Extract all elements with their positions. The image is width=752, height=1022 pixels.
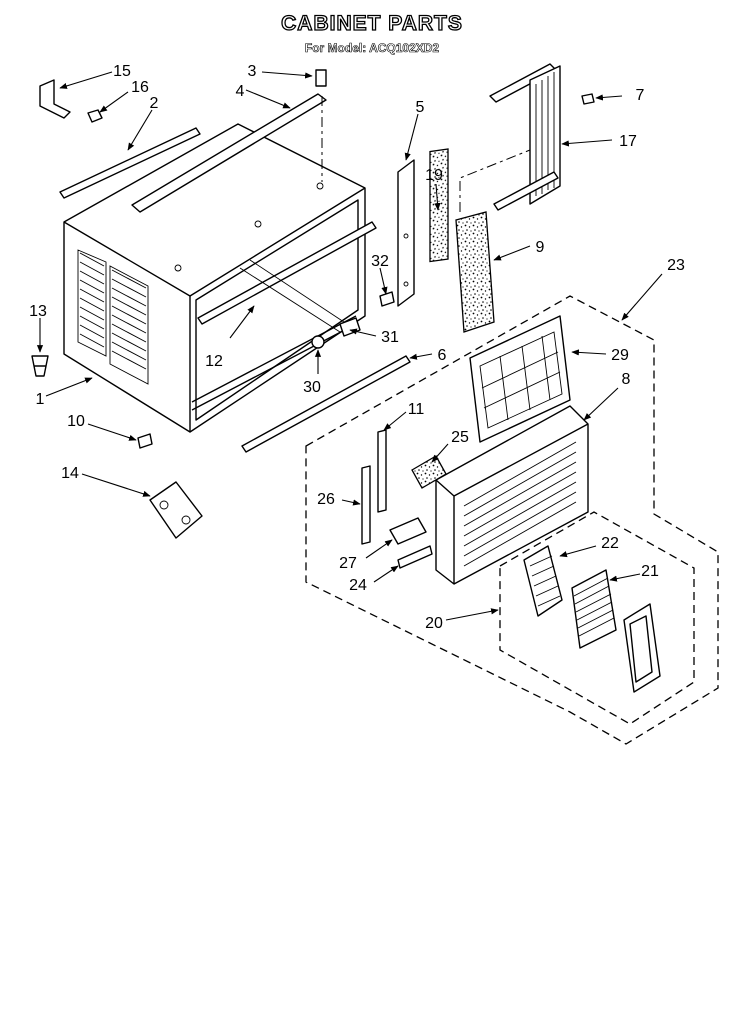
- leader-lines: [36, 71, 663, 621]
- screw-3: [315, 69, 327, 87]
- block-24: [397, 545, 433, 569]
- drain-plug-13: [31, 355, 49, 377]
- vane-assembly-boundary: [499, 511, 695, 725]
- callout: 17: [619, 133, 637, 150]
- strip-26: [361, 465, 371, 545]
- callout: 25: [451, 429, 469, 446]
- seal-25: [411, 455, 447, 489]
- callout: 16: [131, 79, 149, 96]
- callout: 32: [371, 253, 389, 270]
- side-strip-5: [397, 159, 415, 307]
- air-filter-29: [469, 315, 571, 443]
- callout: 8: [622, 371, 631, 388]
- louver-22: [523, 545, 563, 617]
- callout: 2: [150, 95, 159, 112]
- callout: 5: [416, 99, 425, 116]
- callout: 7: [636, 87, 645, 104]
- callout: 11: [408, 401, 425, 418]
- gasket-strip-6: [241, 355, 411, 453]
- callout: 30: [303, 379, 321, 396]
- callout: 9: [536, 239, 545, 256]
- callout: 22: [601, 535, 619, 552]
- cabinet-shell: [63, 93, 377, 433]
- callout: 29: [611, 347, 629, 364]
- wheel-30: [311, 335, 325, 349]
- support-clip-14: [149, 481, 203, 539]
- louver-21: [571, 569, 617, 649]
- side-curtain-frame: [489, 63, 595, 211]
- mounting-bracket: [39, 79, 71, 119]
- callout-labels: 1 2 3 4 5 6 7 8 9 10 11 12 13 14 15 16 1…: [29, 63, 685, 632]
- diagram-subtitle: For Model: ACQ102XD2: [305, 41, 440, 55]
- callout: 14: [61, 465, 79, 482]
- callout: 20: [425, 615, 443, 632]
- filter-9: [455, 211, 495, 333]
- screw-10: [137, 433, 153, 449]
- callout: 26: [317, 491, 335, 508]
- callout: 4: [236, 83, 245, 100]
- block-27: [389, 517, 427, 545]
- front-assembly-boundary: [305, 295, 719, 745]
- screw-16: [87, 109, 103, 123]
- callout: 12: [205, 353, 223, 370]
- callout: 21: [641, 563, 659, 580]
- callout: 13: [29, 303, 47, 320]
- screw-32: [379, 291, 395, 307]
- callout: 15: [113, 63, 131, 80]
- vane-frame: [623, 603, 661, 693]
- front-grille-8: [435, 405, 589, 585]
- callout: 10: [67, 413, 85, 430]
- callout: 24: [349, 577, 367, 594]
- callout: 6: [438, 347, 447, 364]
- strip-11: [377, 429, 387, 513]
- callout: 19: [425, 167, 443, 184]
- foam-seal-19: [429, 148, 449, 263]
- diagram-title: CABINET PARTS: [281, 12, 463, 35]
- callout: 23: [667, 257, 685, 274]
- callout: 1: [36, 391, 45, 408]
- callout: 31: [381, 329, 399, 346]
- callout: 27: [339, 555, 357, 572]
- callout: 3: [248, 63, 257, 80]
- gasket-strip-2: [59, 127, 201, 199]
